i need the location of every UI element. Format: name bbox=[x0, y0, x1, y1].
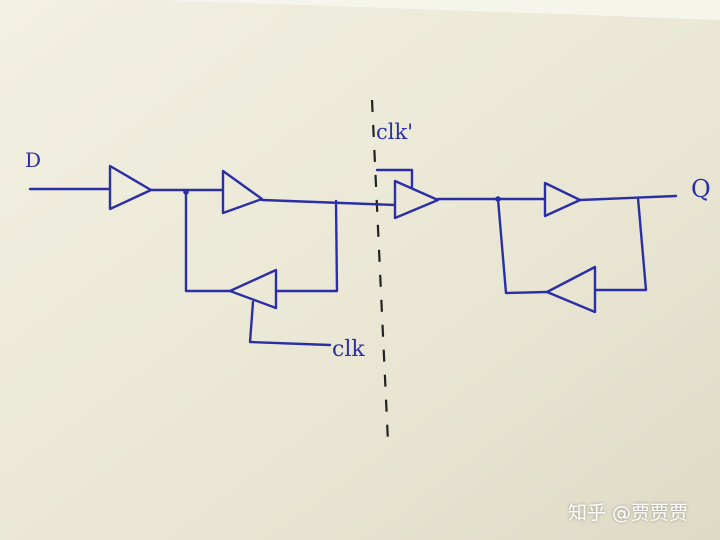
input-d-label: D bbox=[25, 148, 42, 172]
master-clock-wire bbox=[248, 300, 332, 347]
master-clocked-feedback-buffer bbox=[228, 268, 278, 310]
master-forward-buffer bbox=[221, 169, 264, 215]
slave-feedback-return-wire bbox=[496, 197, 549, 295]
input-buffer bbox=[108, 164, 153, 211]
slave-feedback-wire bbox=[593, 196, 648, 292]
slave-clock-label: clk' bbox=[376, 120, 413, 144]
master-feedback-wire bbox=[274, 199, 339, 293]
output-q-wire bbox=[578, 194, 678, 202]
master-clock-label: clk bbox=[332, 337, 365, 362]
slave-feedback-buffer bbox=[545, 265, 597, 314]
slave-clocked-buffer bbox=[393, 179, 440, 220]
master-feedback-return-wire bbox=[184, 190, 232, 293]
master-output-wire bbox=[260, 198, 397, 207]
slave-forward-buffer bbox=[543, 181, 582, 218]
watermark-text: 知乎 @贾贾贾 bbox=[568, 502, 689, 524]
output-q-label: Q bbox=[691, 175, 711, 203]
stage-divider-dashed-line bbox=[370, 99, 390, 443]
paper-edge bbox=[160, 0, 720, 20]
slave-clock-wire bbox=[375, 168, 414, 189]
